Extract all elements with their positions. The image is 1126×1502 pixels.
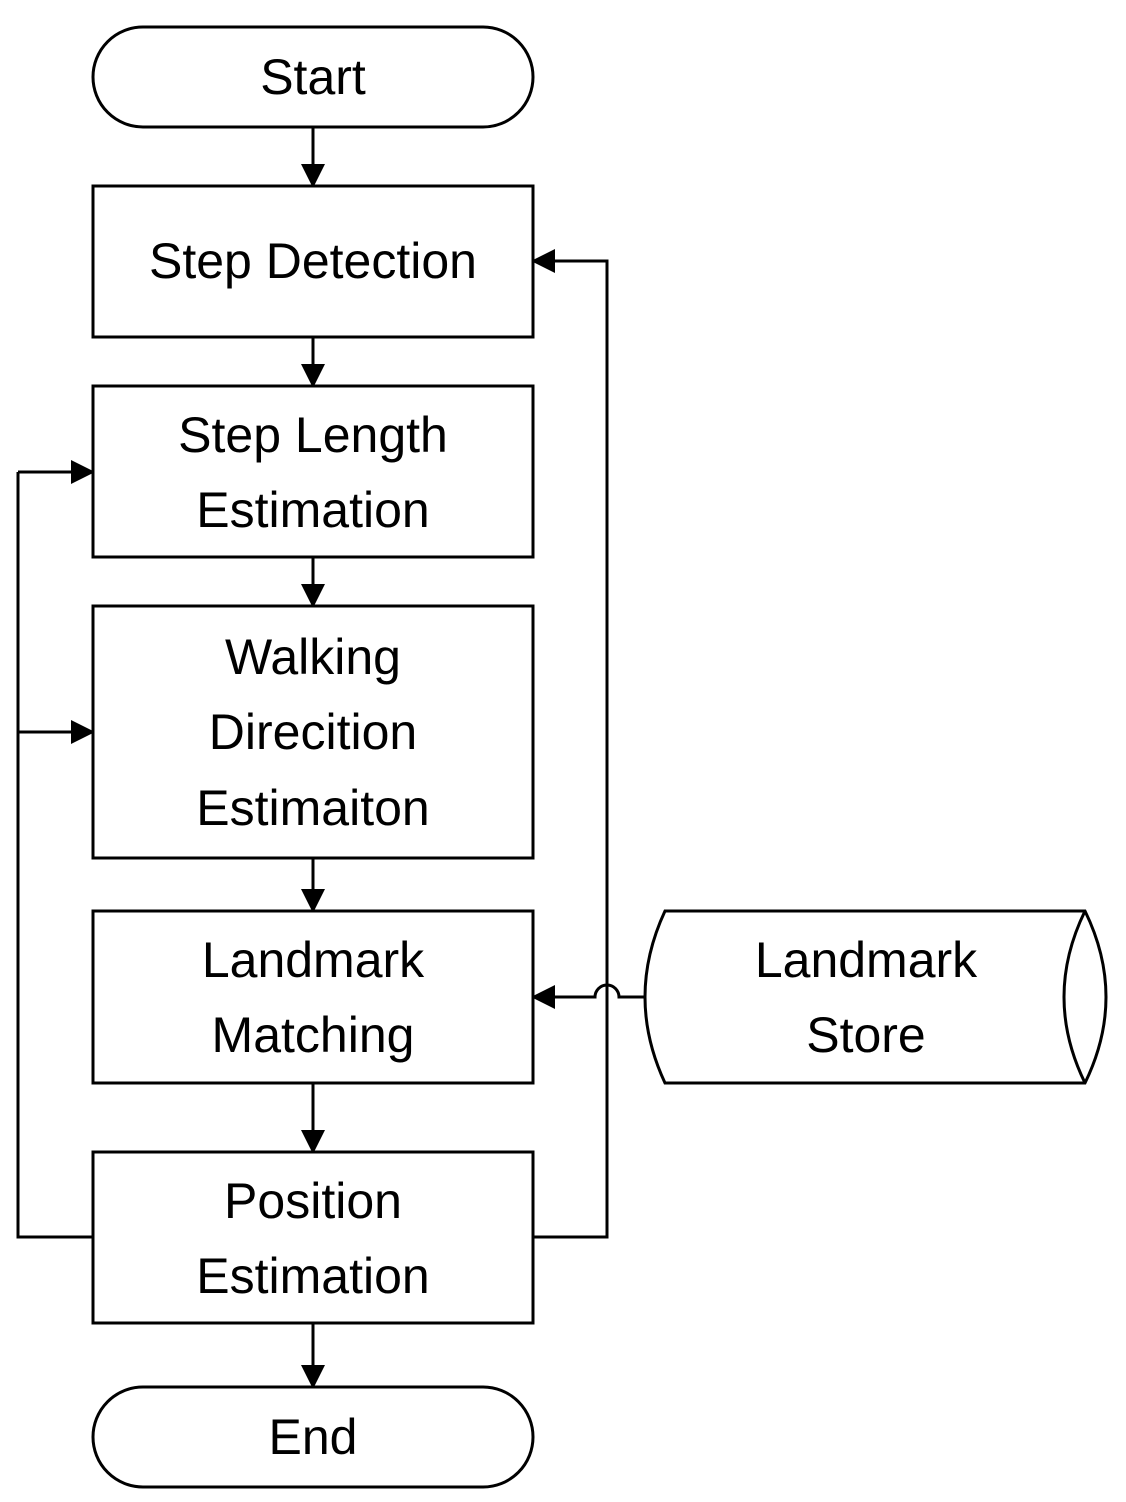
landmark-matching-line-2: Matching <box>212 1007 415 1063</box>
position-estimation-line-1: Position <box>224 1173 402 1229</box>
landmark-store-line-1: Landmark <box>755 932 978 988</box>
arrow-feedback-to-step-detection <box>531 249 609 1239</box>
landmark-store-node: Landmark Store <box>643 909 1108 1085</box>
start-node: Start <box>91 25 535 129</box>
feedback-line-left <box>16 472 93 1239</box>
connectors <box>16 127 645 1389</box>
end-node: End <box>91 1385 535 1489</box>
position-estimation-box: Position Estimation <box>91 1150 535 1325</box>
start-label: Start <box>260 49 366 105</box>
walking-direction-estimation-line-3: Estimaiton <box>196 780 429 836</box>
step-length-estimation-line-1: Step Length <box>178 407 448 463</box>
landmark-store-inner-curve <box>1062 910 1087 1084</box>
walking-direction-estimation-line-1: Walking <box>225 629 401 685</box>
walking-direction-estimation-line-2: Direcition <box>209 704 417 760</box>
step-length-estimation-line-2: Estimation <box>196 482 429 538</box>
step-detection-label: Step Detection <box>149 233 477 289</box>
position-estimation-line-2: Estimation <box>196 1248 429 1304</box>
landmark-matching-line-1: Landmark <box>202 932 425 988</box>
arrow-landmark-store-to-landmark-matching <box>531 983 645 1009</box>
landmark-matching-box: Landmark Matching <box>91 909 535 1085</box>
landmark-store-line-2: Store <box>806 1007 926 1063</box>
end-label: End <box>269 1409 358 1465</box>
step-length-estimation-box: Step Length Estimation <box>91 384 535 559</box>
walking-direction-estimation-box: Walking Direcition Estimaiton <box>91 604 535 860</box>
step-detection-box: Step Detection <box>91 184 535 339</box>
